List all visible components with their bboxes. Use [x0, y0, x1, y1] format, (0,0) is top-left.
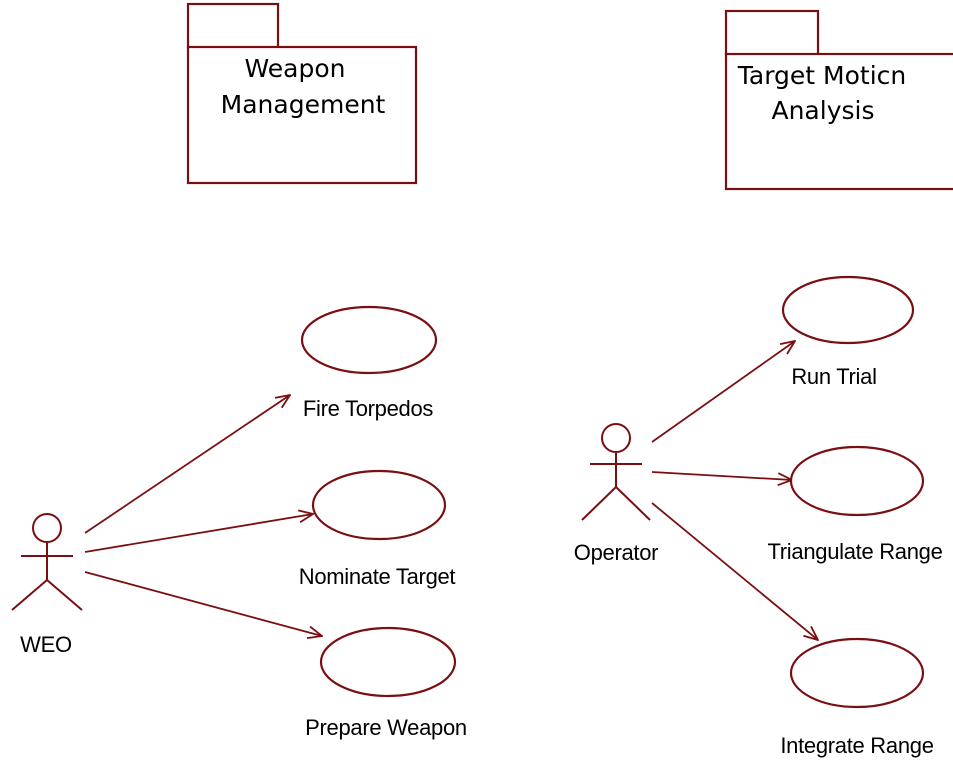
association-weo-nominate-target	[84, 514, 313, 553]
package-weapon-management[interactable]: Weapon Management	[186, 2, 418, 185]
association-operator-triangulate-range	[651, 471, 792, 480]
package-label-line-1: Target Moticn	[737, 61, 907, 90]
package-body	[724, 52, 953, 191]
use-case-triangulate-range[interactable]: Triangulate Range	[767, 445, 943, 564]
use-case-nominate-target[interactable]: Nominate Target	[299, 469, 456, 589]
association-operator-integrate-range	[651, 502, 818, 640]
use-case-label: Run Trial	[791, 364, 876, 389]
use-case-fire-torpedos[interactable]: Fire Torpedos	[300, 305, 438, 421]
use-case-label: Triangulate Range	[767, 539, 942, 564]
use-case-ellipse	[789, 637, 925, 709]
package-label-line-2: Management	[221, 90, 386, 119]
use-case-integrate-range[interactable]: Integrate Range	[780, 637, 934, 758]
stick-figure-icon	[11, 513, 83, 611]
stick-figure-icon	[581, 423, 651, 521]
use-case-label: Nominate Target	[299, 564, 456, 589]
use-case-ellipse	[300, 305, 438, 375]
use-case-label: Prepare Weapon	[305, 715, 467, 740]
use-case-ellipse	[311, 469, 447, 541]
association-operator-run-trial	[651, 341, 795, 443]
use-case-ellipse	[319, 626, 457, 698]
package-tab	[186, 2, 280, 50]
use-case-prepare-weapon[interactable]: Prepare Weapon	[305, 626, 467, 740]
association-weo-prepare-weapon	[84, 571, 322, 636]
actor-label: WEO	[20, 632, 72, 657]
actor-weo[interactable]: WEO	[11, 513, 83, 657]
package-target-motion-analysis[interactable]: Target Moticn Analysis	[724, 9, 953, 191]
association-weo-fire-torpedos	[84, 395, 290, 534]
use-case-label: Integrate Range	[780, 733, 933, 758]
package-tab	[724, 9, 820, 57]
use-case-ellipse	[781, 275, 915, 345]
use-case-label: Fire Torpedos	[303, 396, 434, 421]
actor-operator[interactable]: Operator	[574, 423, 659, 565]
package-body	[186, 45, 418, 185]
package-label-line-2: Analysis	[771, 96, 874, 125]
package-label-line-1: Weapon	[245, 54, 346, 83]
use-case-ellipse	[789, 445, 925, 517]
actor-label: Operator	[574, 540, 658, 565]
use-case-run-trial[interactable]: Run Trial	[781, 275, 915, 389]
